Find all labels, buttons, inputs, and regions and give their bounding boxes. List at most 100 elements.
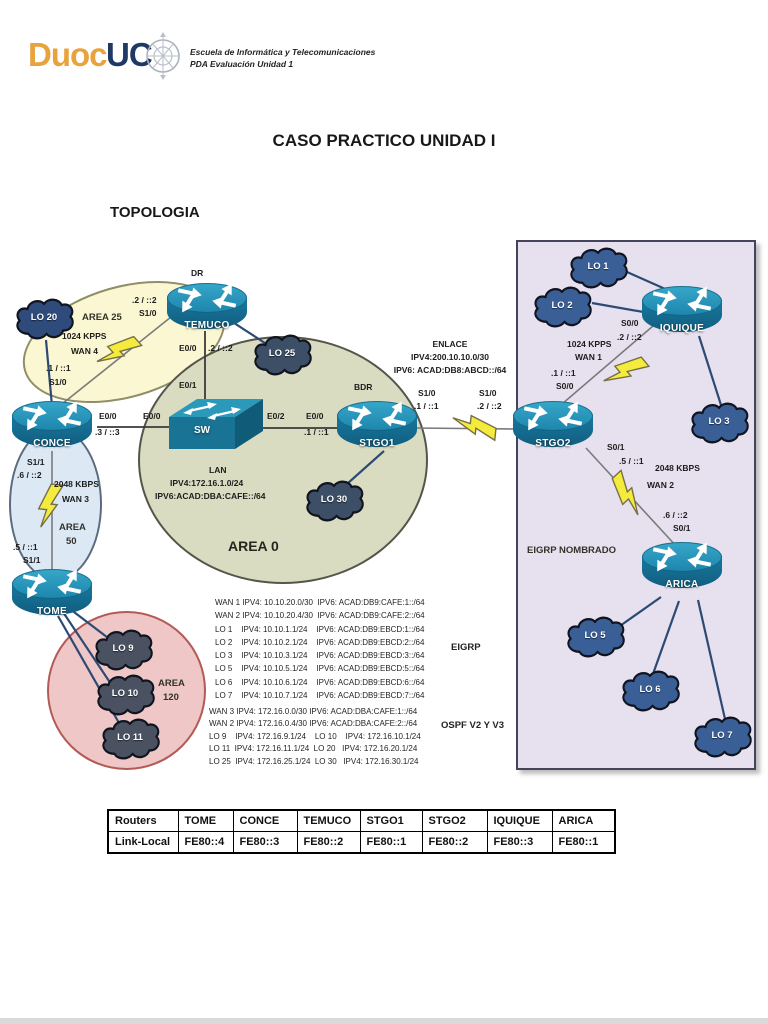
- table-cell: FE80::1: [551, 831, 616, 854]
- area-0-circle: [138, 336, 428, 584]
- diagram-label: AREA 25: [82, 312, 122, 323]
- school-line1: Escuela de Informática y Telecomunicacio…: [190, 47, 376, 57]
- diagram-label: E0/0: [306, 411, 324, 421]
- uc-logo-text: UC: [106, 36, 153, 73]
- school-text: Escuela de Informática y Telecomunicacio…: [190, 46, 430, 70]
- diagram-label: .1 / ::1: [551, 368, 576, 378]
- diagram-label: OSPF V2 Y V3: [441, 720, 505, 731]
- diagram-label: .6 / ::2: [17, 470, 42, 480]
- cloud-label: LO 5: [584, 629, 606, 641]
- table-cell: TOME: [177, 809, 234, 832]
- router-conce: CONCE: [12, 401, 92, 451]
- switch-label: SW: [193, 425, 211, 436]
- diagram-label: IPV4:200.10.10.0/30: [411, 352, 489, 362]
- router-stgo2: STGO2: [513, 401, 593, 451]
- table-cell: CONCE: [232, 809, 298, 832]
- diagram-label: 50: [66, 536, 77, 547]
- cloud-label: LO 11: [117, 731, 143, 743]
- diagram-label: S1/0: [479, 388, 497, 398]
- address-line: WAN 3 IPV4: 172.16.0.0/30 IPV6: ACAD:DBA…: [209, 707, 418, 716]
- cloud-lo-11: LO 11: [99, 717, 161, 763]
- diagram-label: S0/1: [607, 442, 625, 452]
- router-label: CONCE: [33, 438, 71, 449]
- diagram-label: S1/1: [23, 555, 41, 565]
- diagram-label: S0/1: [673, 523, 691, 533]
- diagram-label: .1 / ::1: [414, 401, 439, 411]
- diagram-label: LAN: [209, 465, 227, 475]
- router-temuco: TEMUCO: [167, 283, 247, 333]
- router-label: ARICA: [665, 579, 699, 590]
- diagram-label: WAN 1: [575, 352, 602, 362]
- diagram-label: IPV6: ACAD:DB8:ABCD::/64: [393, 365, 507, 375]
- diagram-label: .5 / ::1: [619, 456, 644, 466]
- topology-heading: TOPOLOGIA: [110, 204, 200, 221]
- cloud-lo-9: LO 9: [92, 628, 154, 674]
- cloud-lo-1: LO 1: [567, 246, 629, 292]
- diagram-label: AREA 0: [228, 538, 279, 554]
- diagram-label: EIGRP: [451, 642, 481, 653]
- cloud-lo-7: LO 7: [691, 715, 753, 761]
- diagram-label: .3 / ::3: [95, 427, 120, 437]
- cloud-label: LO 6: [639, 683, 661, 695]
- school-line2: PDA Evaluación Unidad 1: [190, 59, 294, 69]
- cloud-lo-25: LO 25: [251, 333, 313, 379]
- address-line: LO 1 IPV4: 10.10.1.1/24 IPV6: ACAD:DB9:E…: [215, 624, 425, 634]
- duoc-logo-text: Duoc: [28, 36, 107, 73]
- cloud-lo-5: LO 5: [564, 615, 626, 661]
- diagram-label: WAN 4: [71, 346, 98, 356]
- duoc-crest-icon: [146, 32, 180, 80]
- diagram-label: E0/1: [179, 380, 197, 390]
- cloud-lo-2: LO 2: [531, 285, 593, 331]
- router-label: STGO2: [535, 438, 571, 449]
- address-line: WAN 2 IPV4: 172.16.0.4/30 IPV6: ACAD:DBA…: [209, 719, 418, 729]
- table-cell: FE80::1: [359, 831, 423, 854]
- diagram-label: .2 / ::2: [617, 332, 642, 342]
- diagram-label: 120: [163, 692, 179, 703]
- switch-sw: SW: [163, 393, 267, 455]
- table-cell: Routers: [107, 809, 179, 832]
- address-line: LO 2 IPV4: 10.10.2.1/24 IPV6: ACAD:DB9:E…: [215, 637, 425, 647]
- cloud-label: LO 10: [111, 687, 139, 699]
- diagram-label: S1/1: [27, 457, 45, 467]
- diagram-label: .1 / ::1: [304, 427, 329, 437]
- address-line: WAN 1 IPV4: 10.10.20.0/30 IPV6: ACAD:DB9…: [215, 598, 425, 607]
- diagram-label: .2 / ::2: [132, 295, 157, 305]
- table-cell: TEMUCO: [296, 809, 361, 832]
- address-line: LO 7 IPV4: 10.10.7.1/24 IPV6: ACAD:DB9:E…: [215, 691, 425, 701]
- diagram-label: BDR: [354, 382, 373, 392]
- table-cell: FE80::2: [296, 831, 361, 854]
- diagram-label: 1024 KPPS: [567, 339, 612, 349]
- cloud-label: LO 9: [112, 642, 134, 654]
- table-cell: FE80::3: [232, 831, 298, 854]
- diagram-label: 1024 KPPS: [62, 331, 107, 341]
- diagram-label: .5 / ::1: [13, 542, 38, 552]
- diagram-label: DR: [191, 268, 204, 278]
- cloud-label: LO 3: [708, 415, 730, 427]
- ospf-address-block: WAN 3 IPV4: 172.16.0.0/30 IPV6: ACAD:DBA…: [209, 706, 421, 768]
- diagram-label: S0/0: [556, 381, 574, 391]
- cloud-lo-30: LO 30: [303, 479, 365, 525]
- cloud-label: LO 30: [320, 493, 348, 505]
- address-line: LO 5 IPV4: 10.10.5.1/24 IPV6: ACAD:DB9:E…: [215, 664, 425, 674]
- diagram-label: E0/0: [143, 411, 161, 421]
- cloud-lo-10: LO 10: [94, 673, 156, 719]
- diagram-label: WAN 3: [62, 494, 89, 504]
- cloud-label: LO 1: [587, 260, 609, 272]
- diagram-label: EIGRP NOMBRADO: [527, 545, 617, 556]
- diagram-label: .1 / ::1: [46, 363, 71, 373]
- router-label: STGO1: [359, 438, 395, 449]
- cloud-lo-6: LO 6: [619, 669, 681, 715]
- diagram-label: E0/0: [99, 411, 117, 421]
- diagram-label: S1/0: [49, 377, 67, 387]
- diagram-label: ENLACE: [432, 339, 468, 349]
- diagram-label: 2048 KBPS: [655, 463, 700, 473]
- router-label: IQUIQUE: [659, 323, 705, 334]
- eigrp-address-block: WAN 1 IPV4: 10.10.20.0/30 IPV6: ACAD:DB9…: [215, 596, 425, 702]
- cloud-lo-3: LO 3: [688, 401, 750, 447]
- page-bottom-edge: [0, 1018, 768, 1024]
- address-line: LO 25 IPV4: 172.16.25.1/24 LO 30 IPV4: 1…: [209, 756, 419, 766]
